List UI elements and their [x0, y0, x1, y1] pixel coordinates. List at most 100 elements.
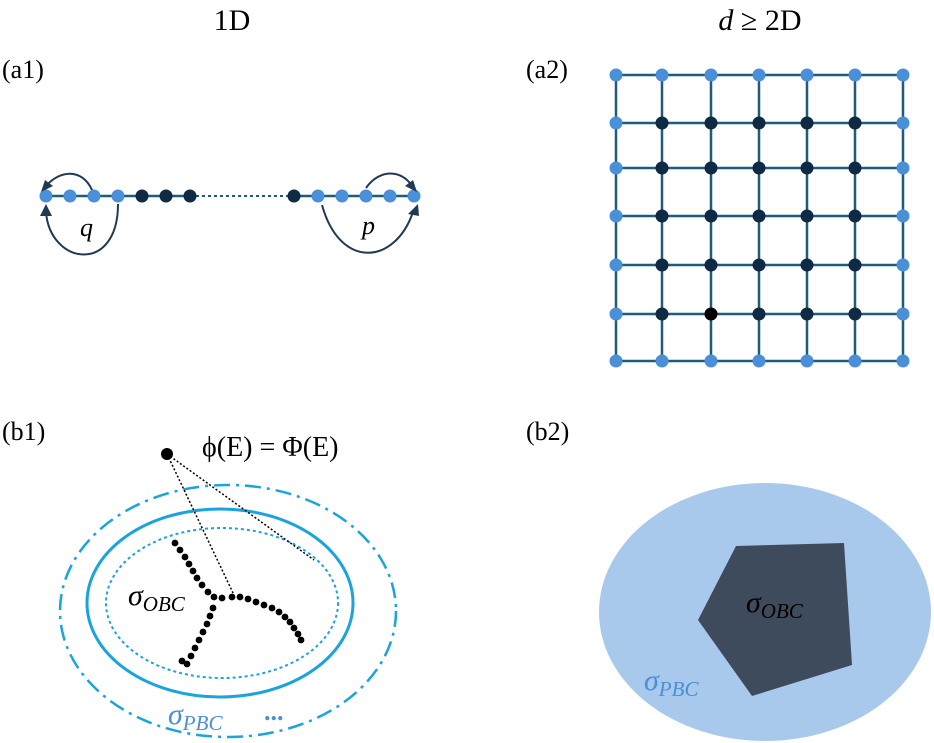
lattice-site-edge — [609, 307, 623, 321]
chain-site-bulk — [135, 189, 149, 203]
obc-eigenvalue-dot — [290, 624, 298, 632]
lattice-site-bulk — [704, 258, 718, 272]
lattice-site-edge — [609, 68, 623, 82]
obc-eigenvalue-dot — [199, 628, 207, 636]
obc-eigenvalue-dot — [189, 567, 197, 575]
chain-1d: q p — [39, 172, 421, 256]
obc-eigenvalue-dot — [176, 546, 184, 554]
chain-site-edge — [407, 189, 421, 203]
hop-arrow-left-short-head — [41, 180, 53, 192]
pbc-solid-ellipse — [85, 507, 355, 699]
hop-arrow-right-short-head — [405, 180, 417, 192]
sigma-obc-label-2d: σOBC — [746, 586, 804, 623]
spectrum-2d: σOBC σPBC — [599, 483, 931, 741]
lattice-site-edge — [848, 68, 862, 82]
obc-eigenvalue-dot — [203, 620, 211, 628]
obc-eigenvalue-dot — [268, 604, 276, 612]
lattice-site-edge — [609, 209, 623, 223]
obc-eigenvalue-dot — [198, 581, 206, 589]
lattice-site-bulk — [848, 307, 862, 321]
lattice-site-bulk — [848, 209, 862, 223]
lattice-site-edge — [609, 354, 623, 368]
lattice-site-bulk — [800, 307, 814, 321]
header-1d: 1D — [214, 4, 251, 37]
hop-arrow-left-long — [45, 203, 119, 256]
lattice-site-bulk — [848, 161, 862, 175]
panel-label-b1: (b1) — [2, 417, 45, 446]
lattice-site-edge — [609, 258, 623, 272]
lattice-site-edge — [896, 258, 910, 272]
lattice-site-bulk — [800, 258, 814, 272]
sigma-pbc-label-2d: σPBC — [644, 664, 699, 701]
spectrum-1d: ϕ(E) = Φ(E) σOBC σPBC ... — [58, 432, 398, 739]
lattice-site-bulk — [848, 258, 862, 272]
obc-eigenvalue-dot — [181, 553, 189, 561]
obc-eigenvalue-dot — [187, 652, 195, 660]
lattice-site-bulk — [655, 209, 669, 223]
obc-eigenvalue-dot — [191, 644, 199, 652]
obc-eigenvalue-dot — [236, 593, 244, 601]
obc-region — [698, 543, 852, 696]
obc-eigenvalue-dot — [218, 594, 226, 602]
lattice-site-bulk — [752, 116, 766, 130]
obc-eigenvalue-dot — [286, 618, 294, 626]
lattice-site-edge — [655, 68, 669, 82]
obc-eigenvalue-dot — [297, 636, 305, 644]
phi-line-to-pbc — [166, 453, 315, 561]
lattice-site-edge — [896, 116, 910, 130]
sigma-obc-label-1d: σOBC — [128, 579, 186, 616]
chain-site-edge — [359, 189, 373, 203]
continuation-ellipsis: ... — [264, 697, 284, 726]
lattice-2d — [609, 68, 910, 368]
obc-eigenvalue-dot — [260, 601, 268, 609]
chain-site-edge — [111, 189, 125, 203]
lattice-site-edge — [655, 354, 669, 368]
obc-spectrum-arcs — [171, 539, 305, 668]
lattice-site-edge — [896, 209, 910, 223]
obc-eigenvalue-dot — [228, 593, 236, 601]
header-2d: d ≥ 2D — [718, 4, 801, 37]
outer-dashdot-ellipse — [58, 483, 398, 739]
obc-eigenvalue-dot — [171, 539, 179, 547]
lattice-site-bulk — [800, 161, 814, 175]
obc-eigenvalue-dot — [244, 595, 252, 603]
obc-eigenvalue-dot — [252, 598, 260, 606]
obc-eigenvalue-dot — [281, 613, 289, 621]
chain-site-bulk — [287, 189, 301, 203]
lattice-site-bulk — [704, 116, 718, 130]
lattice-site-bulk — [704, 307, 718, 321]
hop-arrow-left-long-head — [40, 204, 52, 216]
obc-eigenvalue-dot — [204, 588, 212, 596]
obc-eigenvalue-dot — [275, 608, 283, 616]
chain-site-edge — [87, 189, 101, 203]
hop-label-p: p — [360, 211, 375, 240]
lattice-site-bulk — [752, 161, 766, 175]
lattice-site-bulk — [752, 307, 766, 321]
lattice-site-edge — [800, 354, 814, 368]
lattice-site-bulk — [800, 209, 814, 223]
lattice-site-edge — [704, 68, 718, 82]
lattice-site-bulk — [752, 258, 766, 272]
obc-eigenvalue-dot — [185, 560, 193, 568]
lattice-site-edge — [609, 116, 623, 130]
obc-eigenvalue-dot — [206, 612, 214, 620]
sigma-pbc-label-1d: σPBC — [168, 698, 223, 735]
lattice-site-edge — [609, 161, 623, 175]
panel-label-b2: (b2) — [526, 417, 569, 446]
phi-line-to-obc — [166, 453, 235, 596]
hop-arrow-right-short — [365, 172, 413, 189]
chain-site-edge — [63, 189, 77, 203]
obc-eigenvalue-dot — [294, 630, 302, 638]
lattice-site-bulk — [704, 161, 718, 175]
phi-equation: ϕ(E) = Φ(E) — [202, 432, 339, 463]
chain-site-bulk — [159, 189, 173, 203]
hop-arrow-right-long — [321, 204, 414, 254]
lattice-site-edge — [896, 161, 910, 175]
lattice-site-bulk — [704, 209, 718, 223]
lattice-site-edge — [752, 68, 766, 82]
chain-site-edge — [39, 189, 53, 203]
lattice-site-edge — [896, 307, 910, 321]
hop-arrow-left-short — [45, 172, 93, 191]
lattice-site-edge — [896, 68, 910, 82]
